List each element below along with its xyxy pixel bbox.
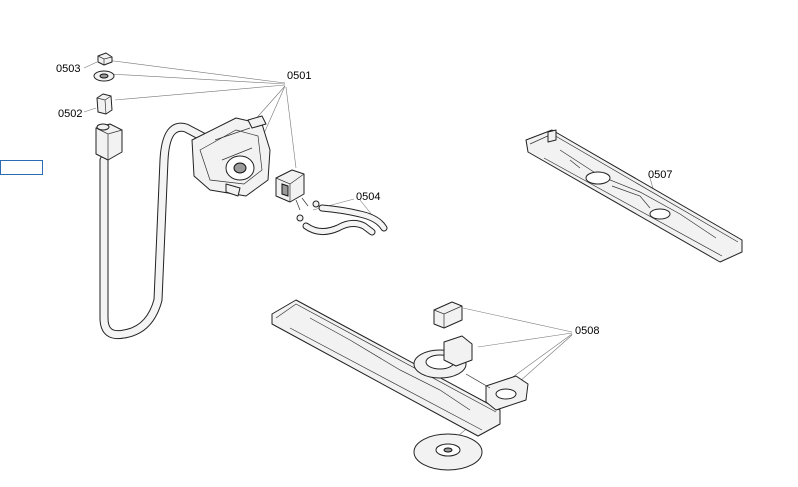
part-0504-hoses[interactable]: [296, 200, 388, 236]
part-0508-lower-spray-arm[interactable]: [271, 299, 529, 471]
label-0507: 0507: [648, 169, 672, 181]
part-inlet-hose[interactable]: [95, 122, 210, 340]
label-0508: 0508: [575, 325, 599, 337]
part-0503-nut-washer[interactable]: [93, 52, 115, 82]
label-0504: 0504: [356, 191, 380, 203]
label-0501: 0501: [287, 70, 311, 82]
leader-lines: [83, 59, 661, 446]
part-0507-spray-arm[interactable]: [525, 129, 743, 263]
label-0502: 0502: [58, 108, 82, 120]
label-0503: 0503: [56, 63, 80, 75]
selection-highlight[interactable]: [0, 160, 43, 175]
part-0501-valve-block[interactable]: [191, 115, 309, 211]
part-0502-fitting[interactable]: [96, 93, 113, 115]
